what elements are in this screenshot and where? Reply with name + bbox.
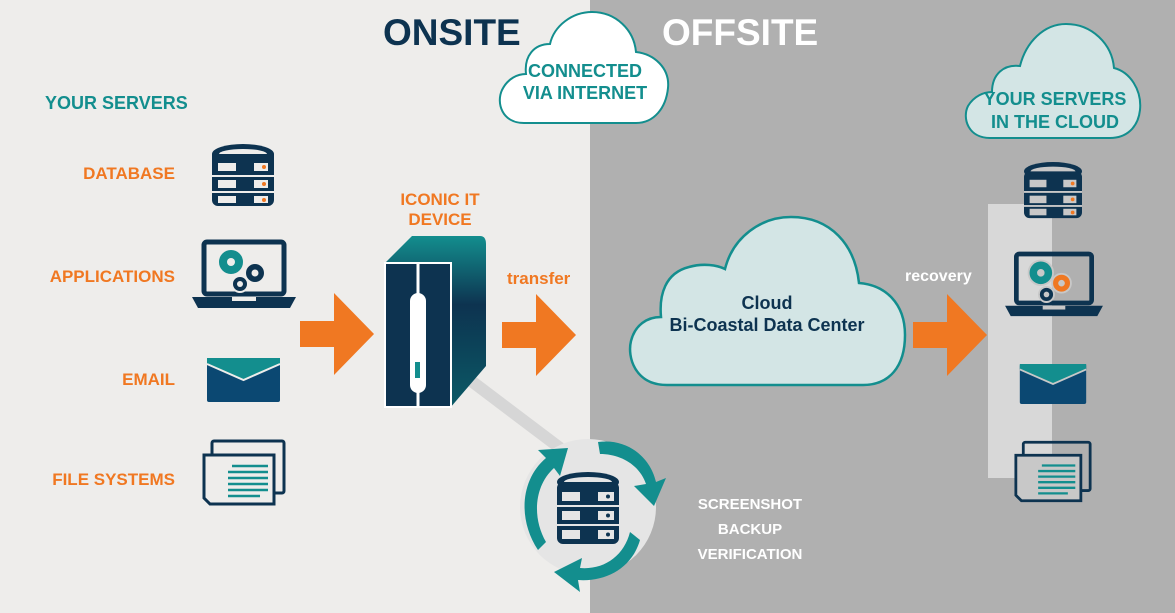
connection-cloud-label: CONNECTED VIA INTERNET [512, 60, 658, 104]
documents-icon [202, 439, 286, 506]
device-label-line-1: ICONIC IT [400, 190, 480, 209]
data-center-cloud-icon [628, 215, 907, 387]
recovery-label: recovery [905, 268, 972, 285]
server-tower-icon [384, 236, 486, 408]
database-icon [212, 144, 274, 206]
offsite-title: OFFSITE [662, 12, 819, 53]
recovered-database-icon [1024, 162, 1082, 219]
device-label-line-2: DEVICE [408, 210, 472, 229]
envelope-icon [206, 358, 281, 402]
onsite-panel [0, 0, 590, 613]
verification-label: SCREENSHOT BACKUP VERIFICATION [675, 492, 825, 567]
database-cycle-icon [520, 439, 666, 592]
device-label: ICONIC IT DEVICE [380, 190, 500, 230]
servers-cloud-icon [964, 22, 1142, 139]
servers-cloud-line-2: IN THE CLOUD [991, 112, 1119, 132]
connection-cloud-icon [498, 10, 670, 124]
verification-line-3: VERIFICATION [697, 546, 803, 563]
servers-cloud-label: YOUR SERVERS IN THE CLOUD [974, 88, 1136, 134]
recovered-laptop-gears-icon [1005, 251, 1103, 317]
recovery-strip [988, 204, 1052, 478]
data-center-label: Cloud Bi-Coastal Data Center [627, 292, 907, 336]
input-arrow-icon [300, 293, 374, 375]
database-label: DATABASE [83, 164, 175, 183]
recovered-envelope-icon [1019, 364, 1087, 404]
transfer-arrow-icon [502, 294, 576, 376]
onsite-title: ONSITE [383, 12, 521, 53]
verification-line-2: BACKUP [717, 521, 783, 538]
your-servers-title: YOUR SERVERS [45, 93, 188, 113]
file-systems-label: FILE SYSTEMS [52, 470, 175, 489]
transfer-label: transfer [507, 269, 571, 288]
recovery-arrow-icon [913, 294, 987, 376]
laptop-gears-icon [192, 239, 296, 308]
applications-label: APPLICATIONS [49, 267, 175, 286]
email-label: EMAIL [122, 370, 175, 389]
data-center-line-2: Bi-Coastal Data Center [669, 315, 865, 335]
verification-line-1: SCREENSHOT [697, 496, 803, 513]
data-center-line-1: Cloud [741, 293, 793, 313]
connector-line [466, 375, 564, 453]
recovered-documents-icon [1014, 440, 1092, 503]
connection-line-1: CONNECTED [527, 61, 642, 81]
connection-line-2: VIA INTERNET [522, 83, 648, 103]
servers-cloud-line-1: YOUR SERVERS [983, 89, 1127, 109]
